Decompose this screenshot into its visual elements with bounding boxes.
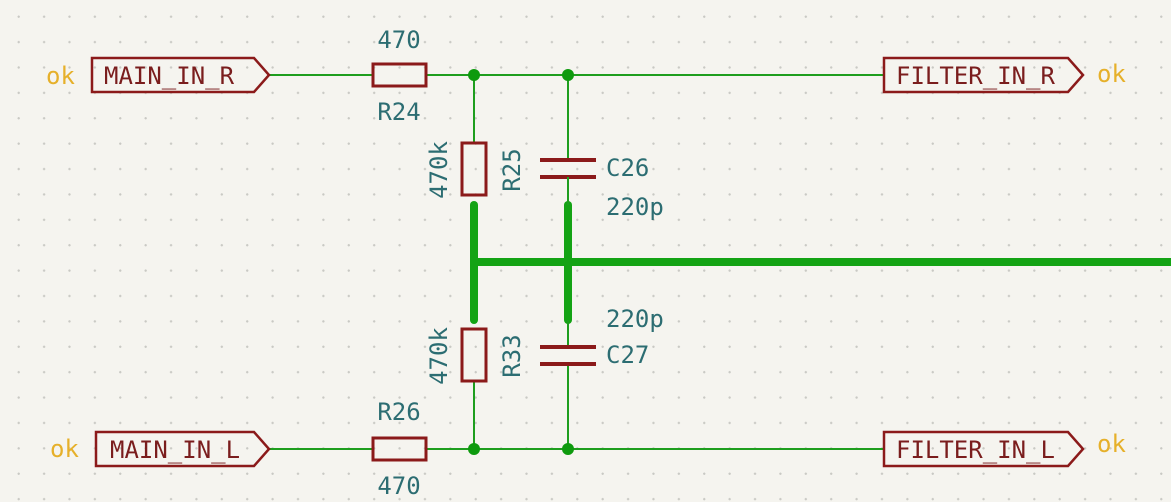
label-filter-in-l[interactable]: FILTER_IN_L	[882, 430, 1085, 468]
label-filter-in-r-outline	[882, 56, 1085, 94]
ok-marker-filter-r: ok	[1097, 60, 1126, 88]
resistor-r33[interactable]: 470k R33	[425, 327, 526, 385]
junction-dot	[562, 443, 574, 455]
resistor-r26-body	[371, 436, 428, 462]
label-main-in-l-outline	[94, 430, 271, 468]
resistor-r26-value: 470	[377, 472, 420, 500]
ok-marker-filter-l: ok	[1097, 430, 1126, 458]
ok-marker-main-l: ok	[50, 435, 79, 463]
label-main-in-r-outline	[90, 56, 271, 94]
label-main-in-r[interactable]: MAIN_IN_R	[90, 56, 271, 94]
resistor-r25-body	[460, 141, 488, 197]
capacitor-c27-value: 220p	[606, 305, 664, 333]
junction-dot	[562, 69, 574, 81]
junction-dot	[468, 443, 480, 455]
label-main-in-l-text: MAIN_IN_L	[110, 436, 240, 464]
capacitor-c26-value: 220p	[606, 193, 664, 221]
capacitor-c27[interactable]: 220p C27	[540, 305, 664, 369]
capacitor-c27-ref: C27	[606, 341, 649, 369]
resistor-r24[interactable]: 470 R24	[371, 26, 428, 126]
resistor-r24-ref: R24	[377, 98, 420, 126]
label-filter-in-r[interactable]: FILTER_IN_R	[882, 56, 1085, 94]
label-filter-in-r-text: FILTER_IN_R	[896, 62, 1055, 90]
ok-marker-main-r: ok	[46, 62, 75, 90]
resistor-r33-body	[460, 327, 488, 383]
junction-dot	[468, 69, 480, 81]
resistor-r26-ref: R26	[377, 398, 420, 426]
resistor-r25-value: 470k	[425, 141, 453, 199]
resistor-r33-value: 470k	[425, 327, 453, 385]
resistor-r33-ref: R33	[498, 334, 526, 377]
resistor-r25[interactable]: 470k R25	[425, 141, 526, 199]
resistor-r24-value: 470	[377, 26, 420, 54]
label-main-in-r-text: MAIN_IN_R	[104, 62, 235, 90]
label-main-in-l[interactable]: MAIN_IN_L	[94, 430, 271, 468]
capacitor-c26-ref: C26	[606, 154, 649, 182]
resistor-r24-body	[371, 62, 428, 88]
label-filter-in-l-text: FILTER_IN_L	[896, 436, 1055, 464]
label-filter-in-l-outline	[882, 430, 1085, 468]
resistor-r25-ref: R25	[498, 148, 526, 191]
capacitor-c26[interactable]: C26 220p	[540, 154, 664, 221]
resistor-r26[interactable]: R26 470	[371, 398, 428, 500]
